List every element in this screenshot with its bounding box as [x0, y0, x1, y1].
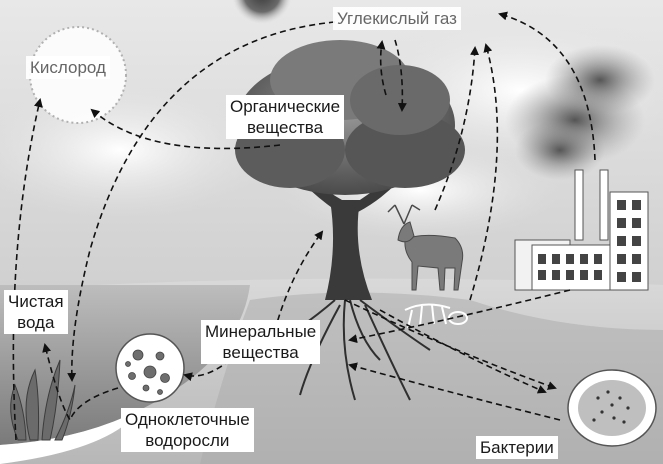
label-algae-line1: Одноклеточные: [125, 410, 250, 429]
bacteria-icon: [567, 369, 657, 447]
label-carbon-dioxide: Углекислый газ: [333, 7, 461, 30]
label-oxygen: Кислород: [26, 56, 110, 79]
shore: [0, 410, 140, 464]
factory-icon: [514, 169, 649, 291]
algae-cell-icon: [115, 333, 185, 403]
label-unicellular-algae: Одноклеточные водоросли: [121, 408, 254, 452]
label-organic-line2: вещества: [246, 118, 324, 137]
label-bacteria-text: Бактерии: [480, 438, 554, 457]
label-organic-substances: Органические вещества: [226, 95, 345, 139]
label-mineral-line2: вещества: [222, 343, 299, 362]
label-clean-water-line1: Чистая: [8, 292, 64, 311]
arrow-algae-to-water: [42, 343, 119, 422]
label-clean-water-line2: вода: [17, 313, 55, 332]
arrow-deer-to-co2: [434, 46, 480, 211]
arrow-tree-to-bacteria: [344, 299, 557, 390]
arrow-organic-to-bacteria: [379, 309, 547, 394]
arrow-bacteria-to-minerals: [348, 362, 561, 421]
label-mineral-line1: Минеральные: [205, 322, 317, 341]
arrow-bacteria-to-co2: [469, 43, 499, 301]
arrow-factory-to-minerals: [348, 289, 571, 344]
arrow-co2-to-organic: [394, 39, 407, 112]
arrow-organic-to-oxygen: [90, 108, 281, 150]
arrow-co2-to-water: [67, 21, 336, 382]
arrow-water-to-oxygen: [12, 98, 43, 441]
label-carbon-dioxide-text: Углекислый газ: [337, 9, 457, 28]
label-oxygen-text: Кислород: [30, 58, 106, 77]
label-organic-line1: Органические: [230, 97, 341, 116]
sun-icon: [232, 0, 292, 24]
smoke-icon: [505, 45, 655, 180]
arrow-organic-to-co2: [376, 40, 387, 96]
label-mineral-substances: Минеральные вещества: [201, 320, 321, 364]
deer-icon: [387, 204, 464, 291]
animal-skeleton-icon: [404, 303, 468, 329]
arrow-factory-to-co2: [498, 11, 596, 161]
label-algae-line2: водоросли: [145, 431, 230, 450]
label-clean-water: Чистая вода: [4, 290, 68, 334]
arrow-minerals-to-tree: [274, 230, 324, 331]
cycle-arrows: [12, 11, 596, 441]
label-bacteria: Бактерии: [476, 436, 558, 459]
